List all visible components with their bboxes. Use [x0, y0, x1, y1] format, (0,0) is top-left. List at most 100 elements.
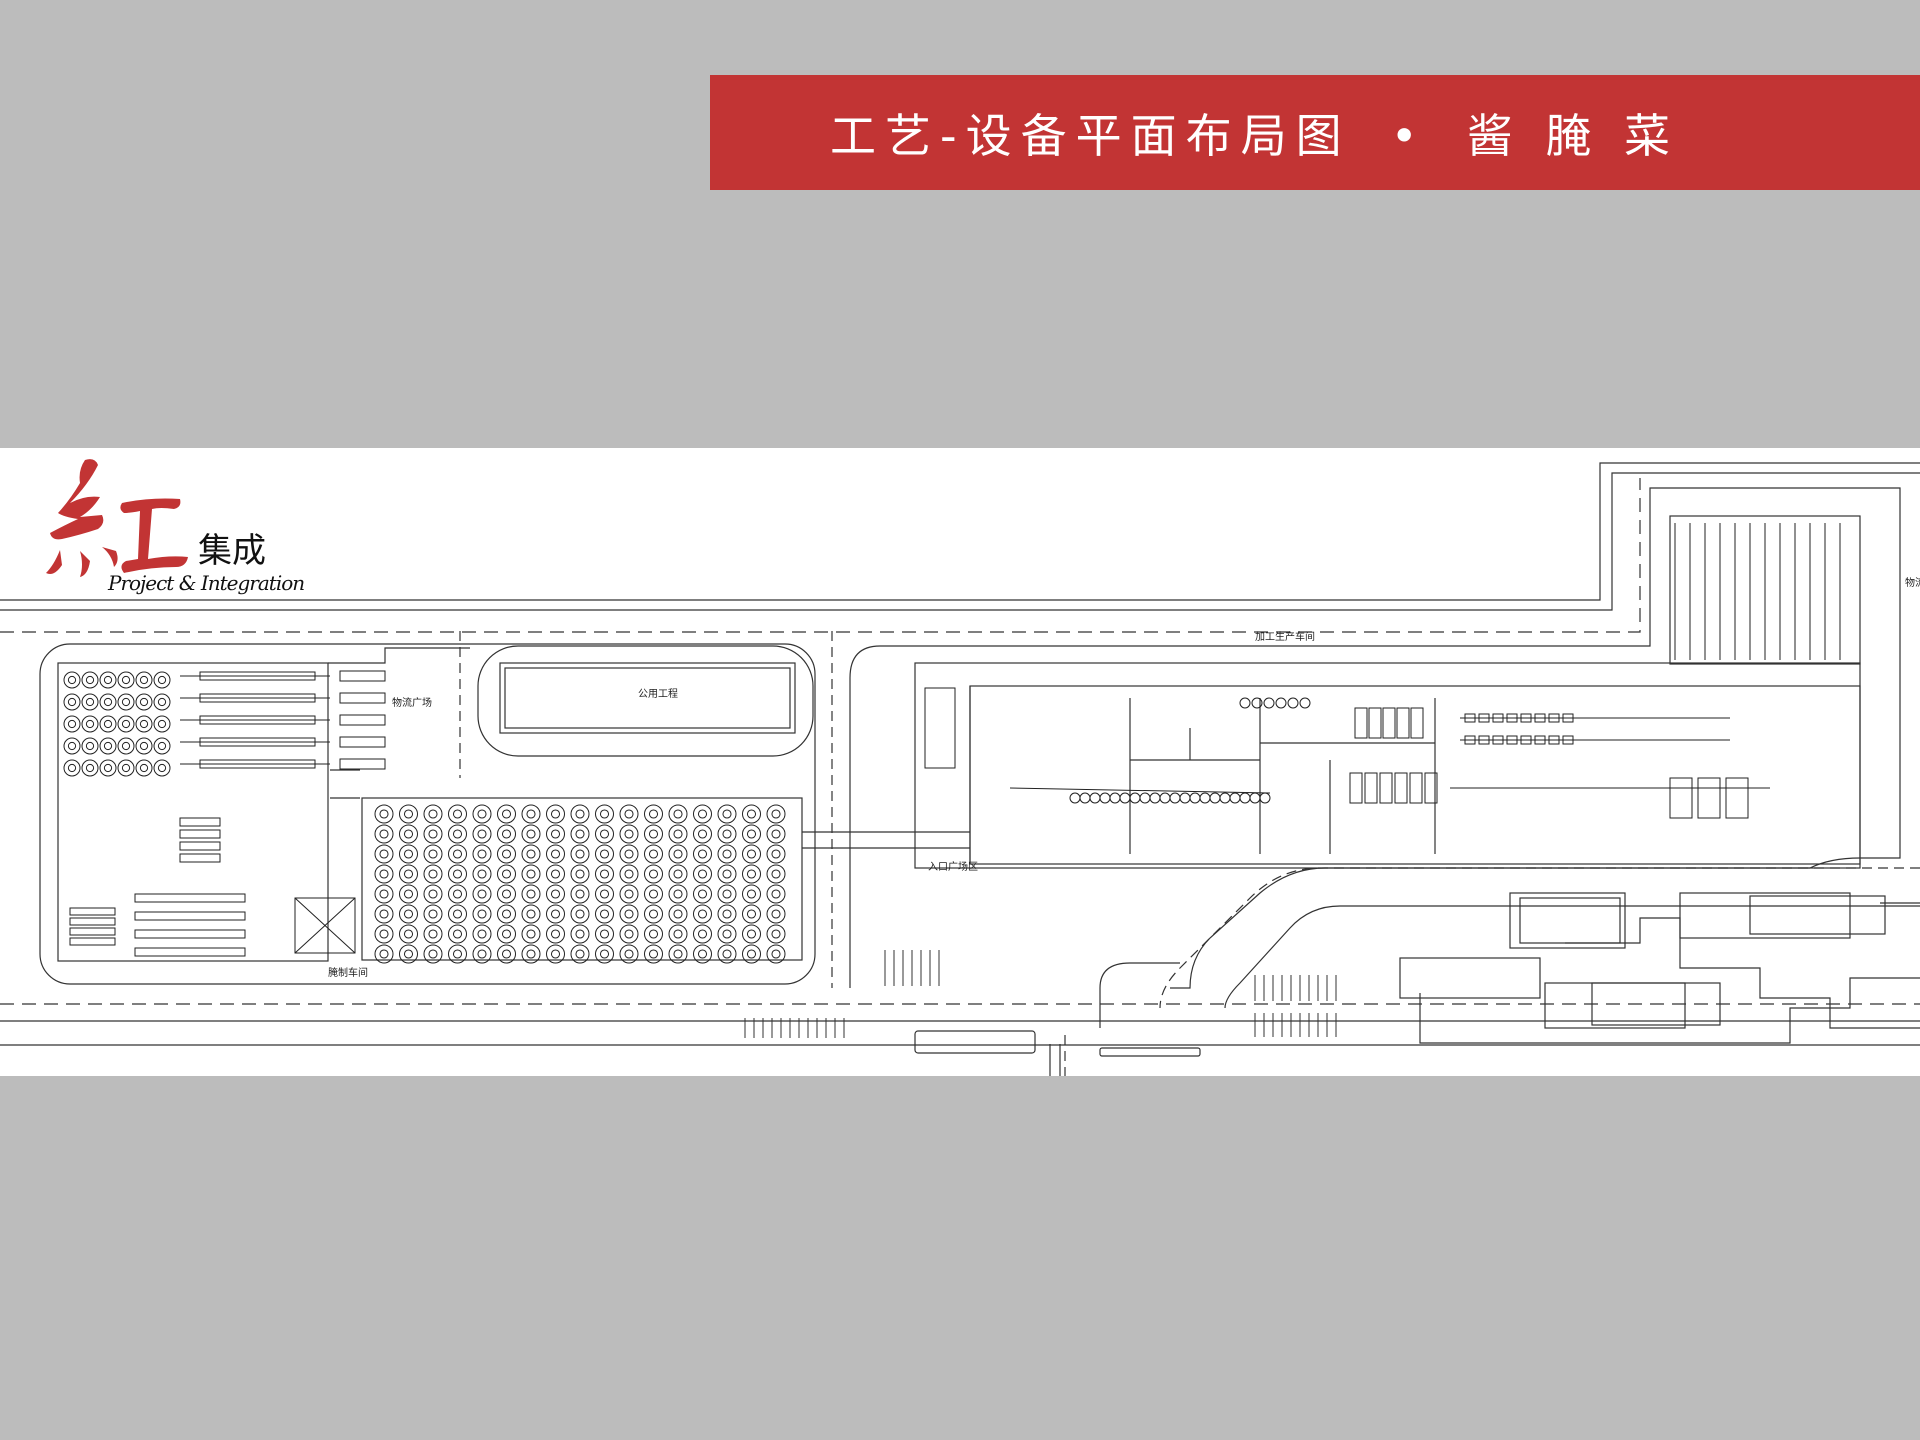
filling-machine	[1409, 772, 1423, 804]
pickling-tank-core	[771, 849, 781, 859]
pickling-tank	[423, 924, 443, 944]
filling-machine	[1364, 772, 1378, 804]
pickling-tank-core	[599, 909, 610, 919]
pickling-tank	[497, 924, 516, 944]
pickling-tank	[742, 944, 761, 964]
pickling-tank-core	[526, 909, 536, 919]
pickling-tank	[668, 844, 688, 864]
pickling-tank	[717, 804, 737, 824]
pickling-tank	[570, 844, 590, 864]
pickling-tank	[399, 924, 418, 944]
pickling-tank	[153, 737, 171, 755]
pickling-tank	[497, 824, 516, 844]
pickling-tank-core	[501, 889, 512, 899]
pickling-tank-core	[697, 849, 708, 859]
utility-building-inner	[504, 667, 791, 729]
label-logistics-plaza: 物流广场	[392, 696, 432, 709]
pickling-tank-core	[452, 869, 463, 879]
pickling-tank	[117, 715, 135, 733]
pickling-tank-core	[771, 829, 781, 839]
pickling-tank-core	[550, 809, 561, 819]
pickling-tank	[521, 804, 541, 824]
pickling-tank	[63, 693, 81, 711]
ancillary-building	[1749, 895, 1886, 935]
process-line	[1009, 787, 1271, 794]
pickling-tank-core	[746, 829, 757, 839]
conveyor-unit	[134, 947, 246, 957]
process-roller	[1229, 792, 1241, 804]
pickling-tank-core	[575, 869, 585, 879]
internal-walls	[1129, 698, 1436, 854]
pickling-tank-core	[722, 949, 732, 959]
pickling-tank-core	[771, 889, 781, 899]
pickling-tank	[423, 844, 443, 864]
sterilizer	[1725, 777, 1749, 819]
pickling-tank	[766, 804, 786, 824]
pickling-tank-core	[139, 719, 149, 729]
pickling-tank-core	[403, 849, 414, 859]
pickling-tank	[570, 864, 590, 884]
packing-unit	[1534, 713, 1546, 723]
pickling-tank-core	[697, 889, 708, 899]
pickling-tank	[399, 944, 418, 964]
pickling-tank	[448, 904, 467, 924]
pickling-tank-core	[477, 909, 487, 919]
pickling-tank-core	[501, 929, 512, 939]
pickling-tank-core	[526, 949, 536, 959]
pickling-tank	[472, 884, 492, 904]
pickling-tank	[595, 944, 614, 964]
pickling-tank-core	[452, 909, 463, 919]
pickling-tank-core	[673, 929, 683, 939]
pickling-tank	[546, 924, 565, 944]
pickling-tank-core	[526, 869, 536, 879]
pickling-tank-core	[648, 849, 659, 859]
pickling-tank-core	[722, 909, 732, 919]
ancillary-building	[1679, 892, 1851, 939]
pickling-tank	[546, 944, 565, 964]
pickling-tank	[595, 844, 614, 864]
pickling-tank-core	[379, 889, 389, 899]
pickling-tank	[374, 944, 394, 964]
pickling-tank-core	[550, 949, 561, 959]
pickling-tank	[497, 884, 516, 904]
pickling-tank-core	[103, 741, 113, 751]
mixer-tank	[1299, 697, 1311, 709]
pickling-tank-core	[379, 869, 389, 879]
pickling-tank	[619, 944, 639, 964]
pickling-tank-core	[722, 829, 732, 839]
pickling-tank-core	[477, 829, 487, 839]
pickling-tank-core	[697, 829, 708, 839]
pickling-tank	[521, 844, 541, 864]
pickling-tank-core	[746, 889, 757, 899]
pickling-tank-core	[575, 909, 585, 919]
pickling-tank	[717, 824, 737, 844]
pickling-tank-core	[624, 929, 634, 939]
process-roller	[1239, 792, 1251, 804]
rack-unit	[69, 927, 116, 936]
ancillary-building	[1519, 897, 1621, 944]
pickling-tank-core	[139, 763, 149, 773]
ancillary-building	[1591, 982, 1721, 1026]
pickling-tank	[668, 804, 688, 824]
title-subtitle: 酱 腌 菜	[1466, 108, 1679, 163]
pickling-tank	[63, 759, 81, 777]
pickling-tank-core	[746, 869, 757, 879]
pickling-tank	[117, 693, 135, 711]
pickling-tank-core	[477, 889, 487, 899]
equipment-block	[294, 897, 356, 954]
pickling-tank	[153, 693, 171, 711]
pickling-tank	[766, 904, 786, 924]
pickling-tank	[399, 904, 418, 924]
process-roller	[1209, 792, 1221, 804]
pickling-tank-core	[599, 889, 610, 899]
pickling-tank	[81, 715, 99, 733]
pickling-tank-core	[526, 809, 536, 819]
packing-unit	[1562, 713, 1574, 723]
packing-unit	[1520, 713, 1532, 723]
pickling-tank	[570, 904, 590, 924]
conveyor-unit	[199, 759, 316, 769]
pickling-tank	[717, 864, 737, 884]
pickling-tank-core	[501, 849, 512, 859]
process-roller	[1119, 792, 1131, 804]
pickling-tank	[693, 904, 712, 924]
